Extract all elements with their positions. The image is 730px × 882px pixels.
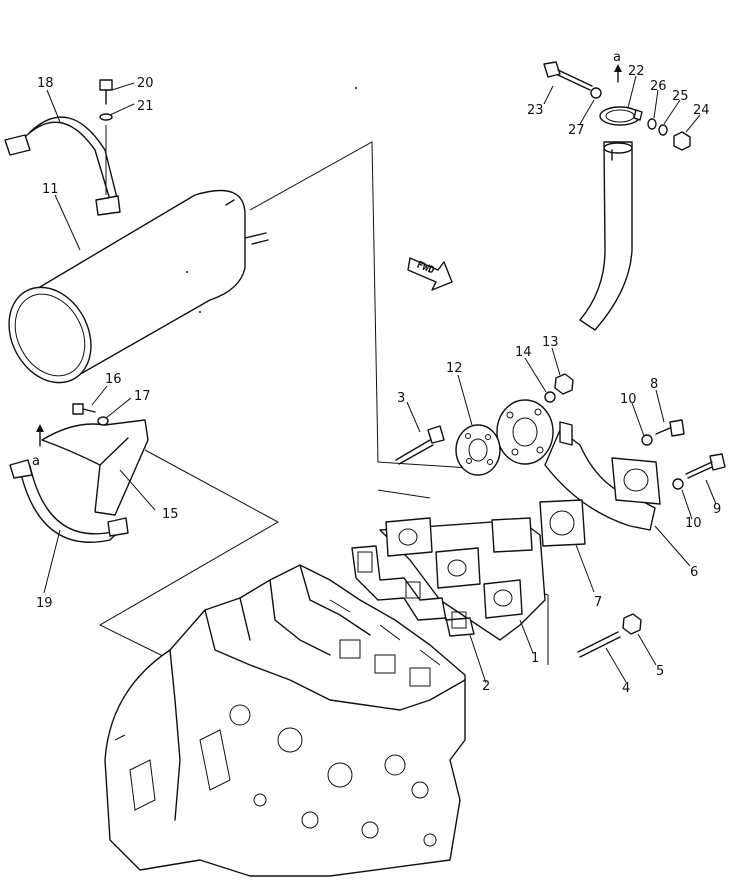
label-1: 1 [531,651,539,666]
label-7: 7 [594,595,602,610]
label-3: 3 [397,391,405,406]
lock-washer-25 [658,124,668,136]
bolt-9 [672,453,726,490]
part-labels: 18 20 21 11 16 17 15 19 a a 22 23 27 26 … [32,50,721,696]
projection-lines [98,141,549,665]
label-16: 16 [105,372,122,387]
lower-band [9,459,129,543]
gasket-2 [351,545,475,637]
label-8: 8 [650,377,658,392]
nut-13 [554,373,574,395]
exhaust-pipe [579,141,633,331]
label-15: 15 [162,507,179,522]
label-18: 18 [37,76,54,91]
label-9: 9 [713,502,721,517]
label-6: 6 [690,565,698,580]
label-2: 2 [482,679,490,694]
label-24: 24 [693,103,710,118]
upper-band [4,116,121,216]
bolt-23 [543,61,593,91]
label-ref-left: a [32,454,40,469]
bolt-20 [99,79,113,195]
clamp [599,106,643,126]
label-21: 21 [137,99,154,114]
bolt-3 [395,425,445,465]
washer-27 [590,87,602,99]
label-11: 11 [42,182,59,197]
label-12: 12 [446,361,463,376]
washer-26 [647,118,657,130]
label-17: 17 [134,389,151,404]
nut-5 [622,613,642,635]
exhaust-manifold [379,517,546,641]
washer-14 [544,391,556,403]
nut-24 [673,131,691,151]
label-22: 22 [628,64,645,79]
label-5: 5 [656,664,664,679]
ref-arrow-left [36,424,44,447]
label-19: 19 [36,596,53,611]
stud-4 [577,631,621,658]
bracket [41,419,149,516]
label-26: 26 [650,79,667,94]
label-20: 20 [137,76,154,91]
label-14: 14 [515,345,532,360]
label-23: 23 [527,103,544,118]
muffler [8,189,269,384]
label-10b: 10 [685,516,702,531]
label-27: 27 [568,123,585,138]
leader-lines [43,75,717,684]
label-25: 25 [672,89,689,104]
engine-block [104,564,466,877]
label-ref-top: a [613,50,621,65]
fwd-direction-badge: FWD [407,257,453,291]
elbow-pipe [496,399,661,531]
gasket-12 [455,424,501,476]
label-10a: 10 [620,392,637,407]
ref-arrow-top [614,64,622,83]
label-13: 13 [542,335,559,350]
bolt-16 [72,403,109,426]
bolt-8 [641,419,685,446]
label-4: 4 [622,681,630,696]
gasket-7 [539,499,586,547]
